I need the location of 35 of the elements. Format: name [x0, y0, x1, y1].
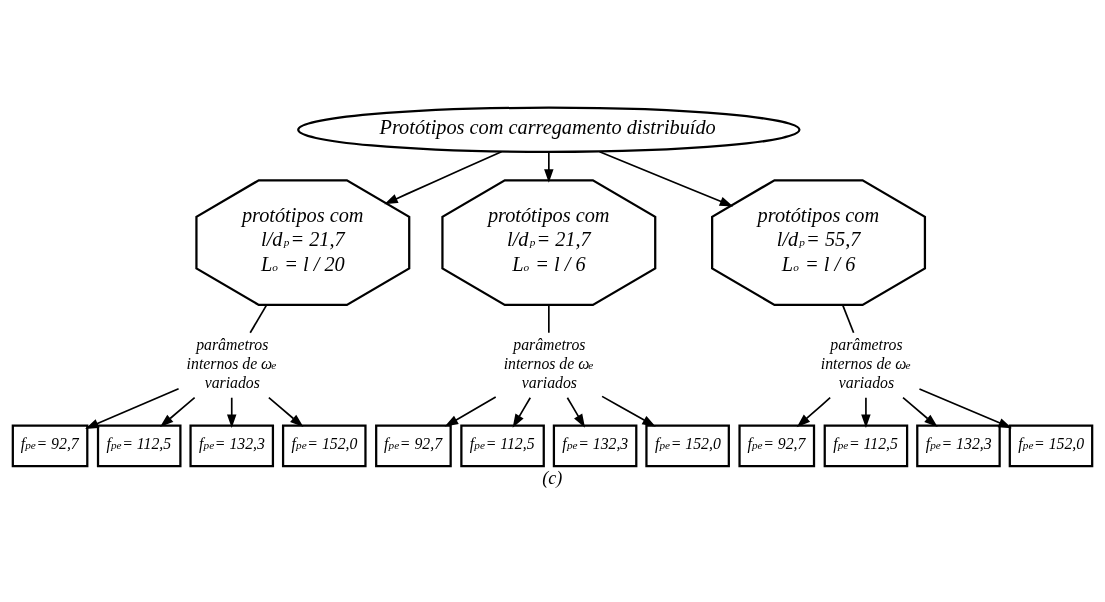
arrow	[159, 396, 196, 427]
arrow	[227, 396, 237, 428]
node-box: fpe= 112,5	[823, 423, 909, 467]
connector	[249, 303, 268, 334]
arrow	[796, 396, 832, 427]
arrow	[512, 396, 532, 428]
connector	[548, 303, 550, 334]
node-box: fpe= 152,0	[645, 423, 730, 467]
node-box: fpe= 132,3	[552, 423, 638, 467]
caption: (c)	[542, 467, 563, 488]
arrow	[566, 396, 586, 428]
node-ellipse: Protótipos com carregamento distribuído	[297, 106, 801, 153]
arrow	[861, 396, 871, 428]
arrow	[384, 150, 503, 204]
node-text: parâmetros internos de ωe variados	[503, 335, 594, 391]
node-text: parâmetros internos de ωe variados	[186, 335, 277, 391]
arrow	[544, 150, 554, 183]
node-box: fpe= 92,7	[11, 423, 89, 467]
node-box: fpe= 112,5	[460, 423, 545, 467]
node-text: parâmetros internos de ωe variados	[820, 335, 911, 391]
arrow	[85, 387, 180, 429]
arrow	[902, 396, 938, 427]
node-box: fpe= 132,3	[189, 423, 275, 467]
arrow	[918, 387, 1012, 428]
node-box: fpe= 152,0	[1008, 423, 1094, 467]
arrow	[444, 395, 497, 427]
node-box: fpe= 92,7	[375, 423, 452, 467]
node-box: fpe= 152,0	[281, 423, 367, 467]
arrow	[268, 396, 304, 427]
arrow	[601, 395, 656, 427]
node-box: fpe= 112,5	[96, 423, 182, 467]
arrow	[598, 150, 734, 206]
connector	[841, 303, 855, 334]
node-box: fpe= 92,7	[738, 423, 816, 467]
node-box: fpe= 132,3	[916, 423, 1001, 467]
